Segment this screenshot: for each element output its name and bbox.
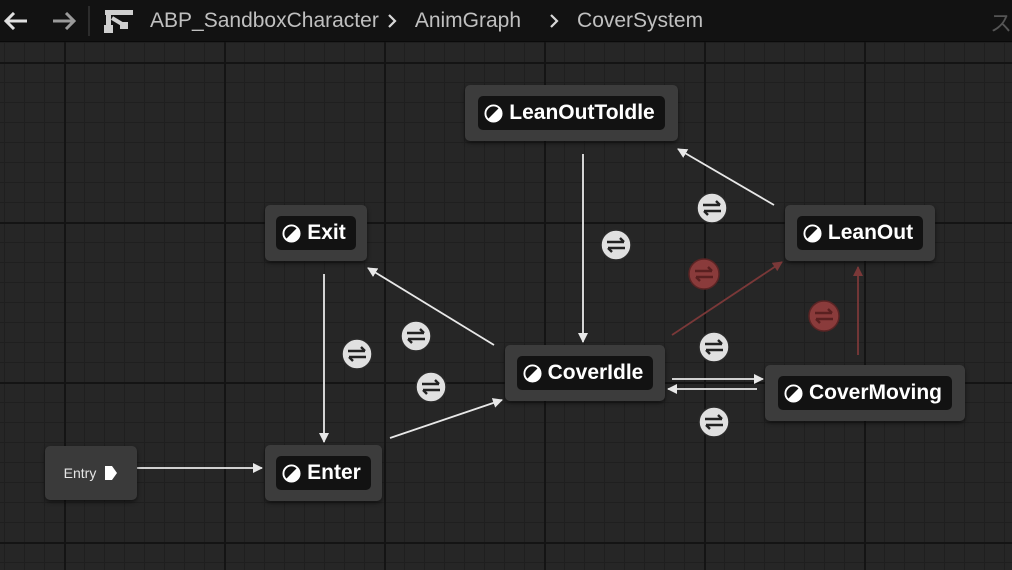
- state-node-leanouttoidle[interactable]: LeanOutToIdle: [465, 85, 678, 141]
- breadcrumb-state-machine[interactable]: CoverSystem: [577, 8, 704, 32]
- transition-rule-icon[interactable]: [807, 299, 841, 333]
- chevron-right-icon: [549, 13, 559, 29]
- entry-node[interactable]: Entry: [45, 446, 137, 500]
- breadcrumb-asset[interactable]: ABP_SandboxCharacter: [150, 8, 379, 32]
- transition-rule-icon[interactable]: [697, 330, 731, 364]
- transition-rule-icon[interactable]: [340, 337, 374, 371]
- breadcrumb-overflow-glyph: ス: [989, 11, 1012, 36]
- transition-rule-icon[interactable]: [399, 319, 433, 353]
- state-icon: [282, 223, 301, 243]
- arrow-left-icon: [4, 11, 27, 30]
- exec-pin-icon[interactable]: [104, 465, 118, 481]
- state-label: CoverIdle: [547, 361, 644, 384]
- state-icon: [484, 103, 503, 123]
- breadcrumb-bar: ABP_SandboxCharacter AnimGraph CoverSyst…: [0, 0, 1012, 42]
- state-machine-graph-button[interactable]: [104, 8, 134, 34]
- state-label: Exit: [307, 221, 346, 244]
- arrow-right-icon: [53, 11, 76, 30]
- state-node-exit[interactable]: Exit: [265, 205, 367, 261]
- transition-rule-icon[interactable]: [599, 228, 633, 262]
- state-node-covermoving[interactable]: CoverMoving: [765, 365, 965, 421]
- state-node-leanout[interactable]: LeanOut: [785, 205, 935, 261]
- state-icon: [803, 223, 822, 243]
- toolbar-divider: [88, 5, 90, 36]
- entry-label: Entry: [63, 465, 97, 481]
- transition-rule-icon[interactable]: [695, 191, 729, 225]
- state-label: LeanOutToIdle: [509, 101, 655, 124]
- transition-rule-icon[interactable]: [697, 405, 731, 439]
- back-button[interactable]: [0, 0, 32, 42]
- state-icon: [784, 383, 803, 403]
- state-node-coveridle[interactable]: CoverIdle: [505, 345, 665, 401]
- transition-rule-icon[interactable]: [414, 370, 448, 404]
- state-label: LeanOut: [827, 221, 914, 244]
- state-label: Enter: [307, 461, 361, 484]
- state-label: CoverMoving: [808, 381, 942, 404]
- state-icon: [282, 463, 301, 483]
- transition-rule-icon[interactable]: [687, 257, 721, 291]
- state-node-enter[interactable]: Enter: [265, 445, 382, 501]
- forward-button[interactable]: [48, 0, 80, 42]
- state-machine-icon: [104, 9, 133, 33]
- chevron-right-icon: [387, 13, 397, 29]
- state-icon: [523, 363, 542, 383]
- breadcrumb-graph[interactable]: AnimGraph: [414, 8, 522, 32]
